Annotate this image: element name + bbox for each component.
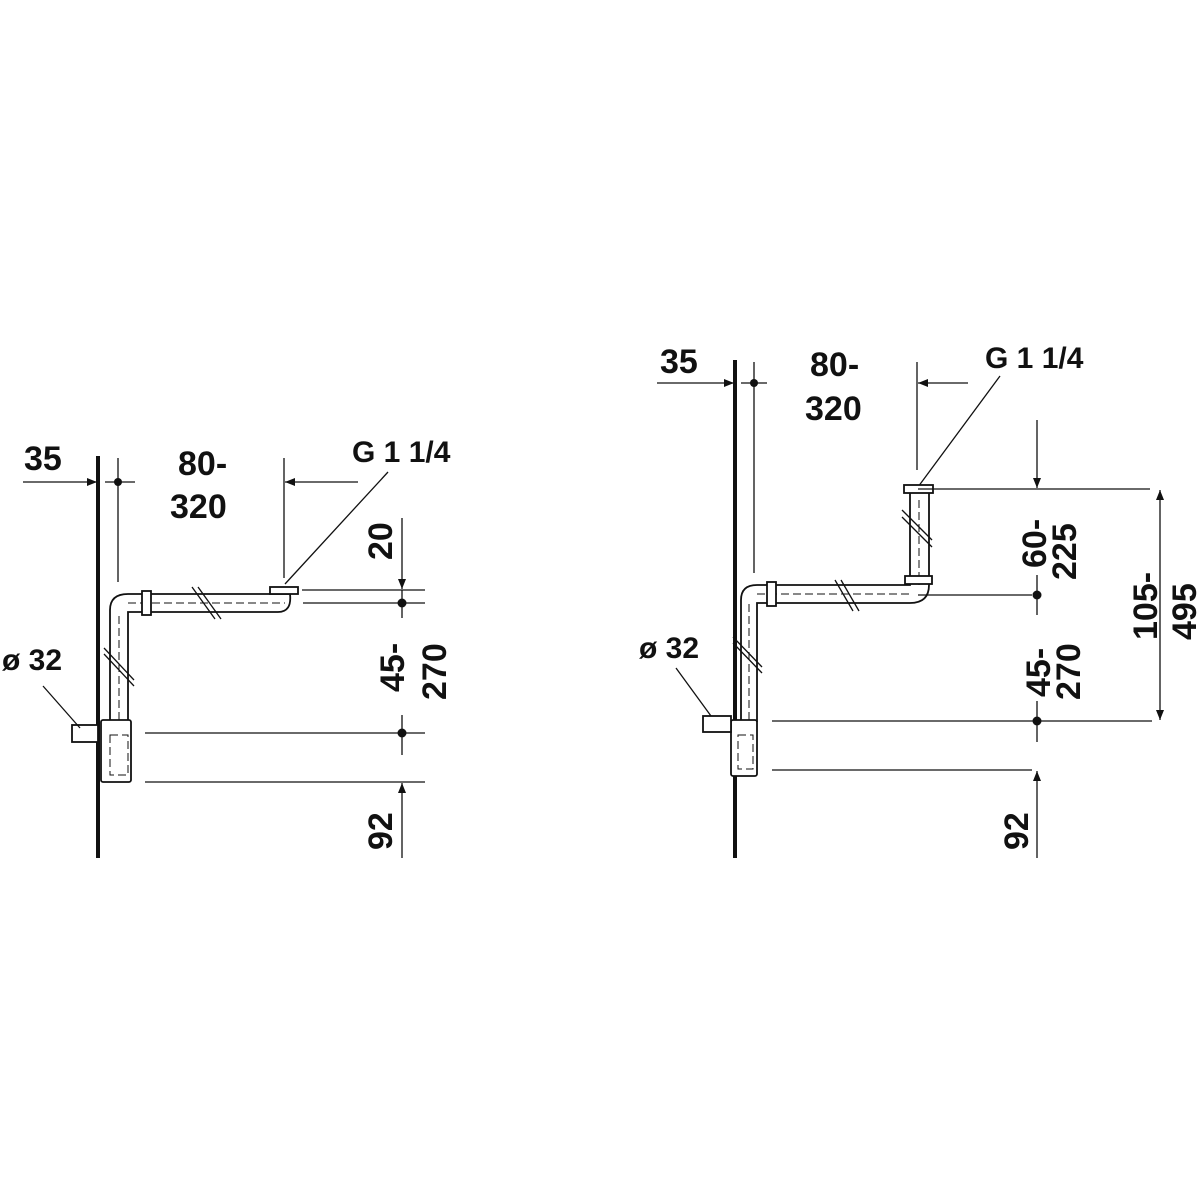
thread-label: G 1 1/4 [985,342,1084,375]
total-label-bottom: 495 [1166,583,1200,640]
pipe-horizontal [740,491,930,722]
wall-pipe-leader [675,667,712,717]
pipe-flange [766,581,777,607]
riser-label-bottom: 225 [1046,523,1084,580]
trap-body [100,719,132,783]
riser-flange [904,575,933,585]
trap-inner [109,734,129,776]
wall-pipe-leader [42,685,81,729]
break-mark [197,586,222,620]
break-mark [834,579,854,612]
pipe-flange [141,590,152,616]
break-mark [103,653,135,687]
break-mark [103,647,135,681]
height-label-top: 45- [374,643,412,692]
wall-pipe-stub [702,715,732,733]
wall-pipe-stub [71,724,99,743]
trap-body [730,719,758,777]
wall-offset-label: 35 [660,343,698,381]
dim-dot [1032,716,1042,726]
trap-bottom-label: 92 [998,812,1036,850]
dim-dot [1032,590,1042,600]
diagram-vertical-outlet: 35 80- 320 G 1 1/4 ø 32 60- 225 [639,342,1200,858]
wall-pipe-label: ø 32 [2,644,62,677]
dim-dot [397,728,407,738]
center-dot [114,478,122,486]
riser-label-top: 60- [1016,519,1054,568]
projection-label-bottom: 320 [170,488,227,526]
thread-leader [917,375,1001,488]
wall-offset-label: 35 [24,440,62,478]
projection-label-bottom: 320 [805,390,862,428]
break-mark [191,586,216,620]
projection-label-top: 80- [810,346,859,384]
thread-label: G 1 1/4 [352,436,451,469]
break-mark [732,642,763,674]
height-label-bottom: 270 [1050,643,1088,700]
break-mark [732,636,763,668]
center-dot [750,379,758,387]
trap-inner [737,734,754,770]
thread-leader [284,471,389,585]
outlet-rise-label: 20 [362,522,400,560]
height-label-bottom: 270 [416,643,454,700]
projection-label-top: 80- [178,445,227,483]
height-label-top: 45- [1020,648,1058,697]
dim-dot [397,598,407,608]
outlet-fitting [269,586,299,595]
break-mark [901,516,933,548]
trap-bottom-label: 92 [362,812,400,850]
total-label-top: 105- [1127,572,1165,640]
diagram-horizontal-outlet: 35 80- 320 G 1 1/4 ø 32 20 45- 270 [2,436,454,858]
break-mark [840,579,860,612]
break-mark [901,509,933,541]
wall-pipe-label: ø 32 [639,632,699,665]
pipe-horizontal [109,593,292,722]
